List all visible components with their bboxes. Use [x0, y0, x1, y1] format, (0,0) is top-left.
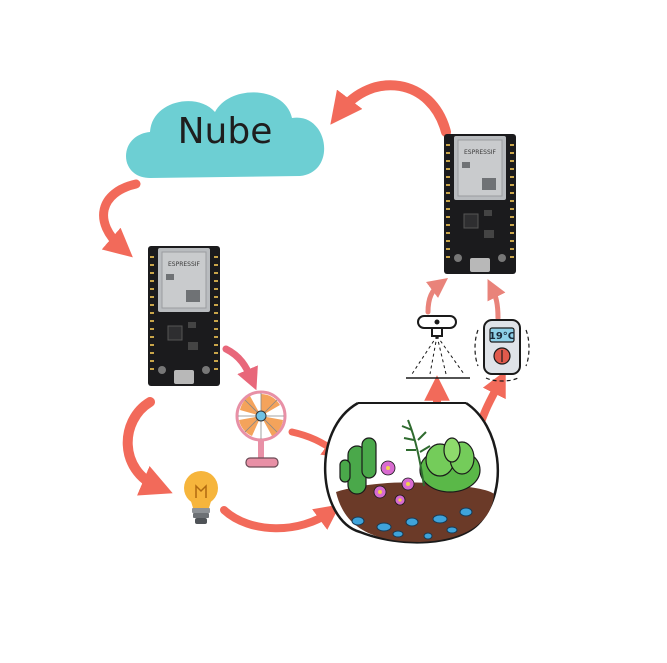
- esp32-left-module-label: ESPRESSIF: [168, 261, 201, 268]
- arrow-board-to-cloud: [330, 80, 451, 137]
- esp32-board-right: ESPRESSIF: [444, 134, 516, 274]
- arrow-board-to-bulb: [122, 397, 173, 496]
- arrow-cloud-to-board: [99, 179, 141, 258]
- cloud: Nube: [126, 92, 325, 178]
- esp32-board-left: ESPRESSIF: [148, 246, 220, 386]
- arrow-board-to-fan: [222, 345, 258, 391]
- fan-icon: [235, 390, 287, 468]
- terrarium-icon: [324, 401, 500, 544]
- arrow-thermometer-to-board: [487, 279, 506, 321]
- cloud-label: Nube: [178, 111, 273, 152]
- sprinkler-icon: [406, 315, 470, 379]
- arrow-sprinkler-to-board: [425, 277, 448, 315]
- arrow-bulb-to-terrarium: [220, 504, 341, 533]
- flow-arrows: [99, 80, 506, 533]
- light-bulb-icon: [184, 471, 218, 524]
- esp32-right-module-label: ESPRESSIF: [464, 149, 497, 156]
- thermometer-icon: 19°C: [474, 319, 530, 382]
- thermometer-reading: 19°C: [489, 331, 515, 342]
